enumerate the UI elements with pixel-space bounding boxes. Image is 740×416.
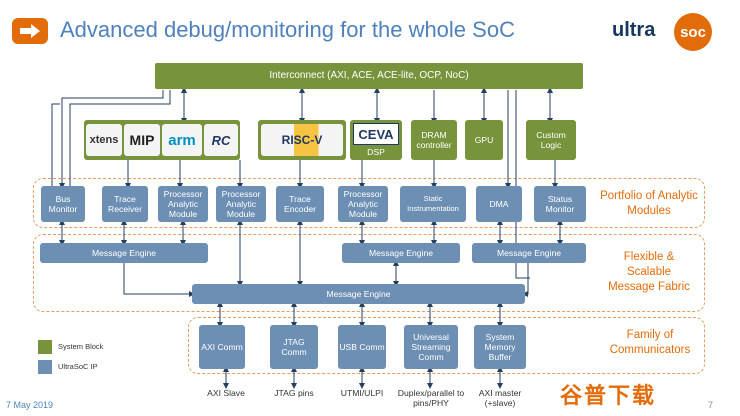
- dma: DMA: [476, 186, 522, 222]
- ceva-logo: CEVA: [353, 123, 399, 145]
- riscv-logo: RISC-V: [261, 124, 343, 156]
- page-title: Advanced debug/monitoring for the whole …: [60, 17, 515, 42]
- ext-axi-slave: AXI Slave: [207, 388, 245, 398]
- gpu-block: GPU: [465, 120, 503, 160]
- portfolio-section: [33, 178, 705, 228]
- legend-system-label: System Block: [58, 342, 104, 351]
- ceva-sub: DSP: [367, 147, 385, 157]
- bus-monitor: Bus Monitor: [41, 186, 85, 222]
- message-engine-middle: Message Engine: [342, 243, 460, 263]
- footer-date: 7 May 2019: [6, 400, 54, 410]
- arrow-right-icon: [20, 24, 40, 38]
- message-engine-right: Message Engine: [472, 243, 586, 263]
- brand-circle: soc: [674, 13, 712, 51]
- legend-ip-swatch: [38, 360, 52, 374]
- message-engine-central: Message Engine: [192, 284, 525, 304]
- processor-analytic-module-2: Processor Analytic Module: [216, 186, 266, 222]
- watermark: 谷普下载: [560, 383, 657, 408]
- dram-controller-block: DRAM controller: [411, 120, 457, 160]
- family-label: Family of Communicators: [609, 329, 691, 356]
- riscv-logo-cluster: RISC-V: [258, 120, 346, 160]
- jtag-comm: JTAG Comm: [270, 325, 318, 369]
- universal-streaming-comm: Universal Streaming Comm: [404, 325, 458, 369]
- cpu-logo-cluster: xtens MIP arm RC: [84, 120, 240, 160]
- fabric-label: Flexible & Scalable Message Fabric: [608, 251, 690, 293]
- trace-receiver: Trace Receiver: [102, 186, 148, 222]
- title-arrow-badge: [12, 18, 48, 44]
- family-section: [188, 317, 705, 374]
- mips-logo: MIP: [124, 124, 160, 156]
- brand-logo: ultra soc: [612, 13, 728, 51]
- static-instrumentation: Static Instrumentation: [400, 186, 466, 222]
- fabric-section: [33, 234, 705, 312]
- status-monitor: Status Monitor: [534, 186, 586, 222]
- processor-analytic-module-1: Processor Analytic Module: [158, 186, 208, 222]
- portfolio-label: Portfolio of Analytic Modules: [600, 190, 698, 217]
- trace-encoder: Trace Encoder: [276, 186, 324, 222]
- brand-text: ultra: [612, 19, 656, 41]
- legend-ip-label: UltraSoC IP: [58, 362, 98, 371]
- system-memory-buffer: System Memory Buffer: [474, 325, 526, 369]
- ceva-dsp-block: CEVA DSP: [350, 120, 402, 160]
- interconnect-bar: Interconnect (AXI, ACE, ACE-lite, OCP, N…: [155, 63, 583, 89]
- xtensa-logo: xtens: [86, 124, 122, 156]
- page-number: 7: [708, 400, 714, 410]
- ext-utmi-ulpi: UTMI/ULPI: [340, 388, 384, 398]
- ext-axi-master: AXI master (+slave): [478, 388, 522, 408]
- usb-comm: USB Comm: [338, 325, 386, 369]
- processor-analytic-module-3: Processor Analytic Module: [338, 186, 388, 222]
- axi-comm: AXI Comm: [199, 325, 245, 369]
- custom-logic-block: Custom Logic: [526, 120, 576, 160]
- ext-jtag-pins: JTAG pins: [274, 388, 314, 398]
- legend-system-swatch: [38, 340, 52, 354]
- arm-logo: arm: [162, 124, 202, 156]
- arc-logo: RC: [204, 124, 238, 156]
- message-engine-left: Message Engine: [40, 243, 208, 263]
- ext-duplex-parallel: Duplex/parallel to pins/PHY: [397, 388, 465, 408]
